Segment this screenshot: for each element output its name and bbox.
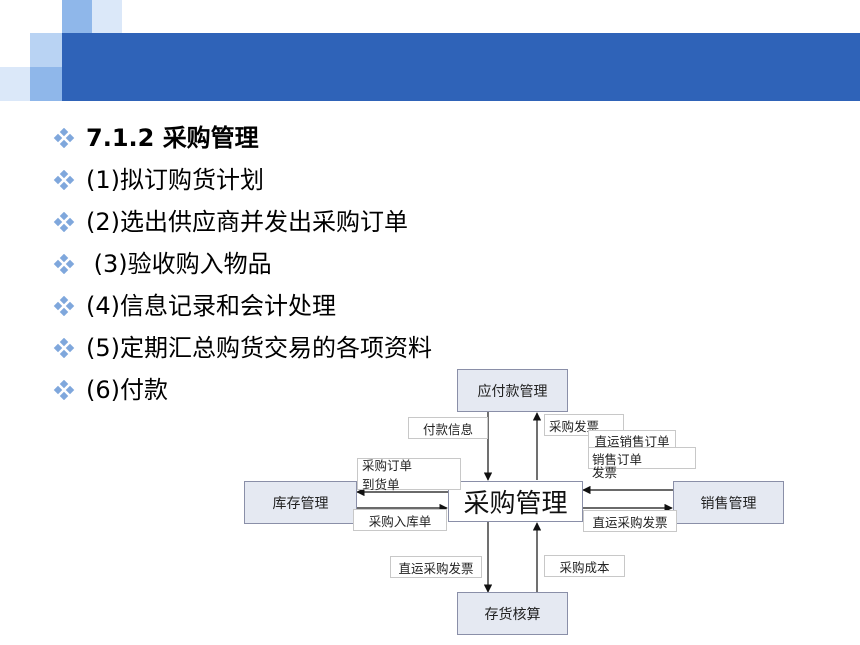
diamond-bullet-icon [53,128,75,148]
diamond-bullet-icon [53,254,75,274]
label-direct-purchase-invoice-right: 直运采购发票 [583,510,677,532]
label-purchase-receipt: 采购入库单 [353,509,447,531]
label-purchase-cost: 采购成本 [544,555,625,577]
header-square [62,0,92,33]
header-square [92,0,122,33]
diamond-bullet-icon [53,170,75,190]
bullet-item: (3)验收购入物品 [52,243,432,285]
node-accounts-payable: 应付款管理 [457,369,568,412]
label-sales-order-text: 销售订单 [592,451,643,467]
node-purchase-management: 采购管理 [448,481,583,522]
diamond-bullet-icon [53,212,75,232]
bullet-text: (2)选出供应商并发出采购订单 [86,208,408,236]
label-purchase-order: 采购订单 到货单 [357,458,461,492]
diamond-bullet-icon [53,380,75,400]
node-sales: 销售管理 [673,481,784,524]
node-stock-accounting: 存货核算 [457,592,568,635]
bullet-text: (1)拟订购货计划 [86,166,264,194]
bullet-item-title: 7.1.2 采购管理 [52,117,432,159]
bullet-item: (4)信息记录和会计处理 [52,285,432,327]
bullet-item: (5)定期汇总购货交易的各项资料 [52,327,432,369]
bullet-text: (6)付款 [86,376,168,404]
node-inventory: 库存管理 [244,481,357,524]
bullet-text: 7.1.2 采购管理 [86,124,259,152]
label-sales-order-invoice: 销售订单 [588,447,696,469]
label-arrival-note-text: 到货单 [362,477,400,492]
bullet-list: 7.1.2 采购管理 (1)拟订购货计划 (2)选出供应商并发出采购订单 (3)… [52,117,432,411]
bullet-item: (6)付款 [52,369,432,411]
label-direct-purchase-invoice-bottom: 直运采购发票 [390,556,482,578]
diamond-bullet-icon [53,296,75,316]
bullet-item: (2)选出供应商并发出采购订单 [52,201,432,243]
label-payment-info: 付款信息 [408,417,488,439]
bullet-text: (3)验收购入物品 [86,250,272,278]
header-square [0,67,30,101]
bullet-item: (1)拟订购货计划 [52,159,432,201]
diamond-bullet-icon [53,338,75,358]
bullet-text: (5)定期汇总购货交易的各项资料 [86,334,432,362]
header-band [62,33,860,101]
label-purchase-order-text: 采购订单 [362,458,413,473]
header-square [30,67,62,101]
label-direct-sales-order: 直运销售订单 [588,430,676,450]
label-sales-invoice-text: 发票 [592,465,618,480]
header-square [30,33,62,67]
bullet-text: (4)信息记录和会计处理 [86,292,336,320]
